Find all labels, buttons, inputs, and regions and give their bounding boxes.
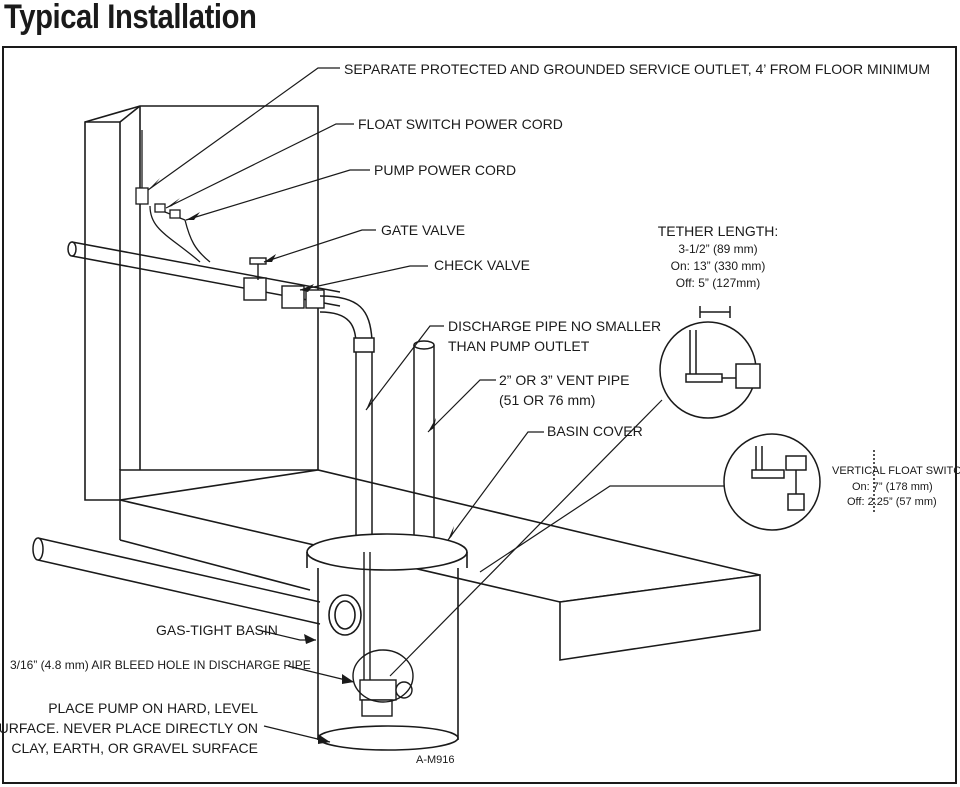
leader-lines [147, 67, 724, 743]
tether-line3: Off: 5” (127mm) [676, 276, 760, 290]
label-basin-cover: BASIN COVER [547, 423, 643, 439]
leader-arrowheads [148, 178, 454, 744]
label-gas-basin: GAS-TIGHT BASIN [156, 622, 278, 638]
label-place-3: CLAY, EARTH, OR GRAVEL SURFACE [11, 740, 258, 756]
label-discharge-1: DISCHARGE PIPE NO SMALLER [448, 318, 661, 334]
diagram-frame [2, 46, 957, 784]
label-outlet: SEPARATE PROTECTED AND GROUNDED SERVICE … [344, 61, 930, 77]
tether-line1: 3-1/2” (89 mm) [678, 242, 757, 256]
vertical-switch-on: On: 7” (178 mm) [852, 481, 933, 493]
label-code: A-M916 [416, 754, 455, 766]
label-discharge-2: THAN PUMP OUTLET [448, 338, 590, 354]
tether-line2: On: 13” (330 mm) [671, 259, 766, 273]
label-air-bleed: 3/16” (4.8 mm) AIR BLEED HOLE IN DISCHAR… [10, 658, 311, 672]
outlet-and-cords [135, 130, 211, 263]
vertical-switch-off: Off: 2.25” (57 mm) [847, 496, 937, 508]
discharge-pipe [319, 295, 375, 540]
label-pump-cord: PUMP POWER CORD [374, 162, 516, 178]
vent-pipe [413, 340, 435, 545]
vertical-switch-heading: VERTICAL FLOAT SWITCH [832, 465, 960, 477]
vertical-switch-detail [723, 433, 875, 531]
label-vent-2: (51 OR 76 mm) [499, 392, 595, 408]
tether-heading: TETHER LENGTH: [658, 223, 779, 239]
label-vent-1: 2” OR 3” VENT PIPE [499, 372, 629, 388]
page-title: Typical Installation [4, 0, 257, 36]
basin [306, 533, 468, 751]
lower-pipe [32, 537, 321, 625]
label-place-2: SURFACE. NEVER PLACE DIRECTLY ON [0, 720, 258, 736]
label-place-1: PLACE PUMP ON HARD, LEVEL [48, 700, 258, 716]
label-gate-valve: GATE VALVE [381, 222, 465, 238]
pump [352, 552, 414, 717]
label-float-cord: FLOAT SWITCH POWER CORD [358, 116, 563, 132]
label-check-valve: CHECK VALVE [434, 257, 530, 273]
valves [243, 257, 325, 309]
tether-detail [659, 306, 761, 419]
